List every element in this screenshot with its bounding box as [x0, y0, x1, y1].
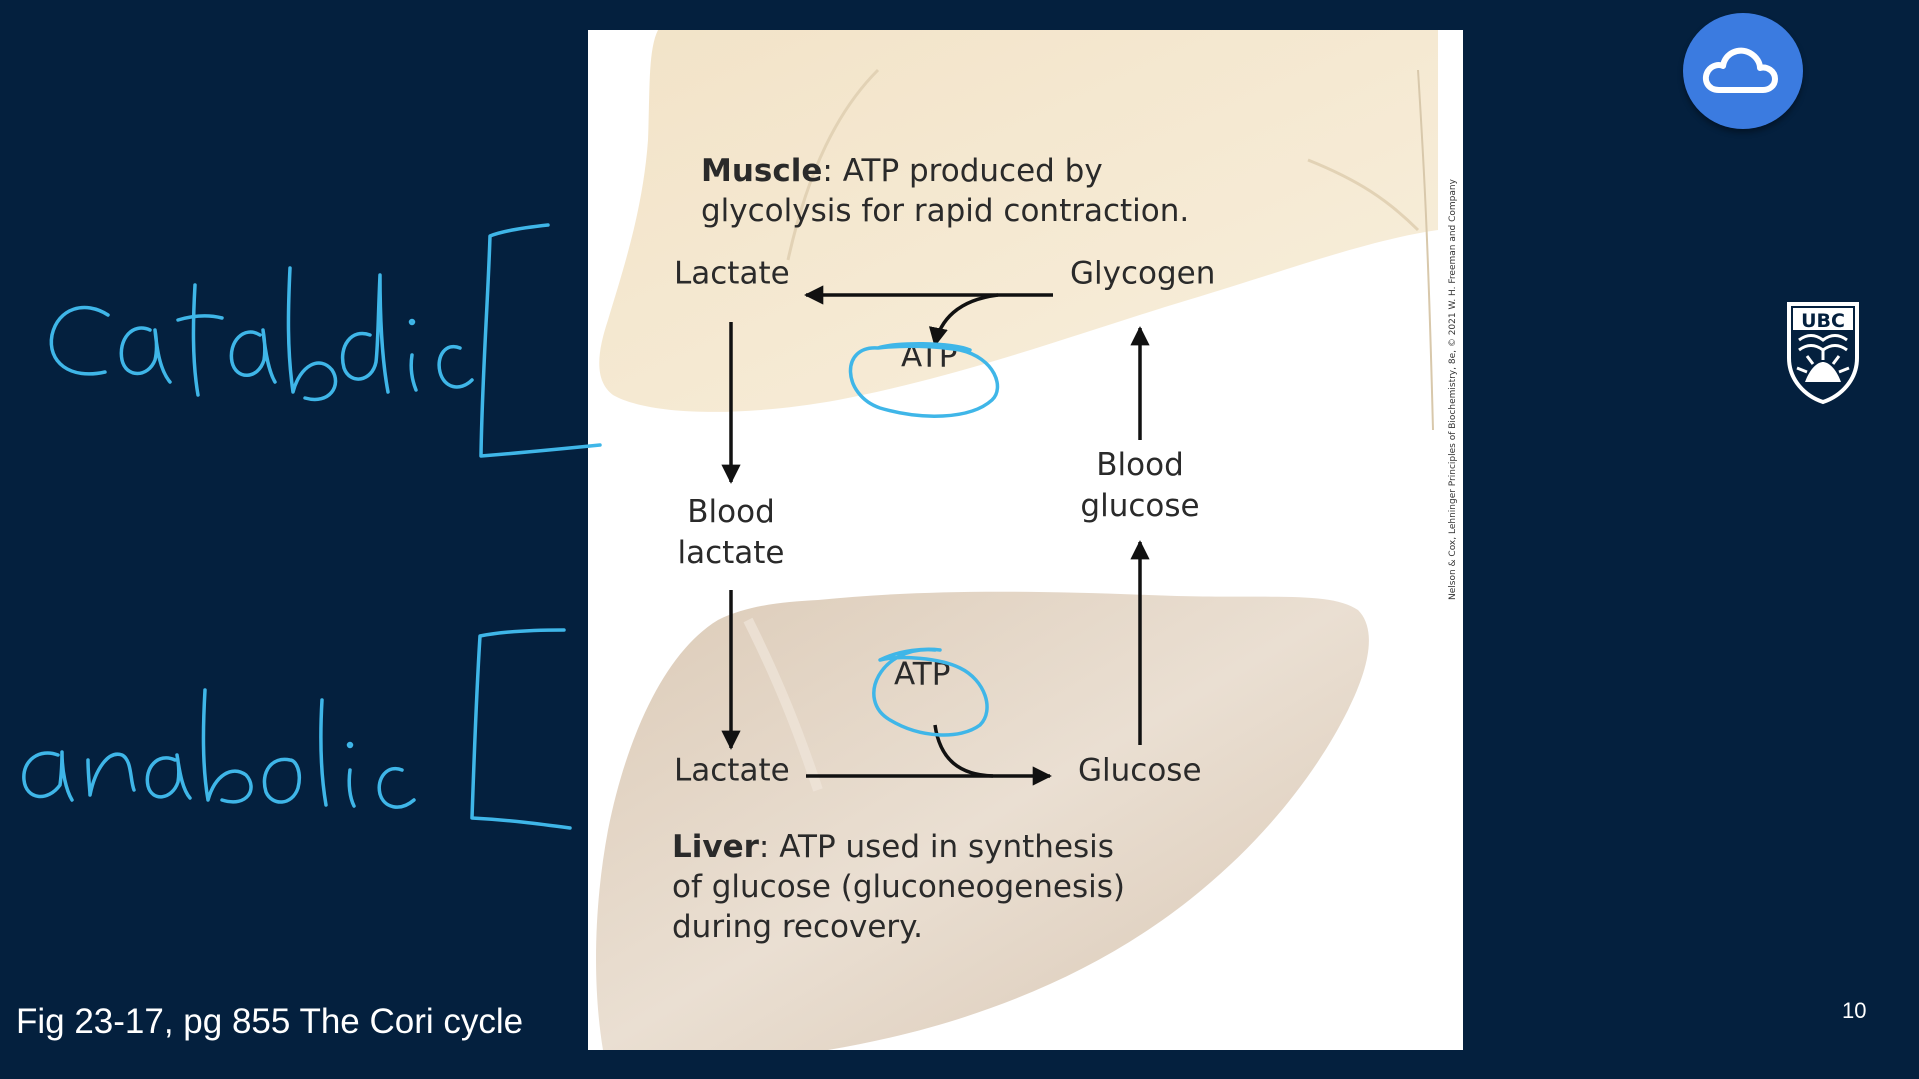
- atp-branch-arrow: [928, 293, 999, 347]
- cloud-icon: [1702, 47, 1778, 93]
- liver-heading: Liver: [672, 829, 759, 865]
- catabolic-handwriting: [49, 266, 474, 402]
- liver-description-text: : ATP used in synthesis: [758, 829, 1114, 865]
- blood-glucose-line2: glucose: [1080, 488, 1200, 524]
- blood-glucose-label: Blood glucose: [1065, 445, 1215, 527]
- anabolic-handwriting: [22, 688, 416, 809]
- muscle-shape: [599, 30, 1438, 412]
- copyright-credit: Nelson & Cox, Lehninger Principles of Bi…: [1448, 179, 1458, 600]
- muscle-description-text: : ATP produced by: [822, 153, 1103, 189]
- catabolic-bracket: [479, 223, 602, 458]
- liver-atp-label: ATP: [894, 656, 951, 693]
- muscle-description-line2: glycolysis for rapid contraction.: [701, 193, 1190, 229]
- cori-cycle-figure: Muscle: ATP produced by glycolysis for r…: [588, 30, 1463, 1050]
- slide-caption: Fig 23-17, pg 855 The Cori cycle: [16, 1002, 524, 1041]
- blood-glucose-line1: Blood: [1096, 447, 1184, 483]
- liver-contour: [743, 617, 823, 792]
- liver-shape: [596, 591, 1369, 1050]
- blood-lactate-label: Blood lactate: [661, 492, 801, 574]
- anabolic-bracket: [470, 628, 572, 830]
- cloud-button[interactable]: [1683, 13, 1803, 129]
- liver-description-line1: Liver: ATP used in synthesis: [672, 827, 1114, 868]
- muscle-atp-label: ATP: [901, 338, 958, 375]
- muscle-description-line1: Muscle: ATP produced by: [701, 151, 1103, 192]
- glycogen-label: Glycogen: [1070, 255, 1216, 292]
- page-number: 10: [1842, 998, 1867, 1023]
- blood-lactate-line2: lactate: [677, 535, 785, 571]
- liver-lactate-label: Lactate: [674, 752, 790, 789]
- ubc-logo: UBC: [1785, 300, 1861, 406]
- liver-description-line3: during recovery.: [672, 909, 923, 945]
- muscle-contour: [786, 68, 880, 261]
- svg-text:UBC: UBC: [1801, 310, 1845, 332]
- muscle-lactate-label: Lactate: [674, 255, 790, 292]
- muscle-contour: [1417, 69, 1434, 431]
- blood-lactate-line1: Blood: [687, 494, 775, 530]
- muscle-contour: [1307, 158, 1420, 232]
- figure-artwork: [596, 30, 1438, 1050]
- muscle-heading: Muscle: [701, 153, 823, 189]
- glucose-label: Glucose: [1078, 752, 1202, 789]
- shield-icon: UBC: [1787, 302, 1859, 405]
- liver-description-line2: of glucose (gluconeogenesis): [672, 869, 1125, 905]
